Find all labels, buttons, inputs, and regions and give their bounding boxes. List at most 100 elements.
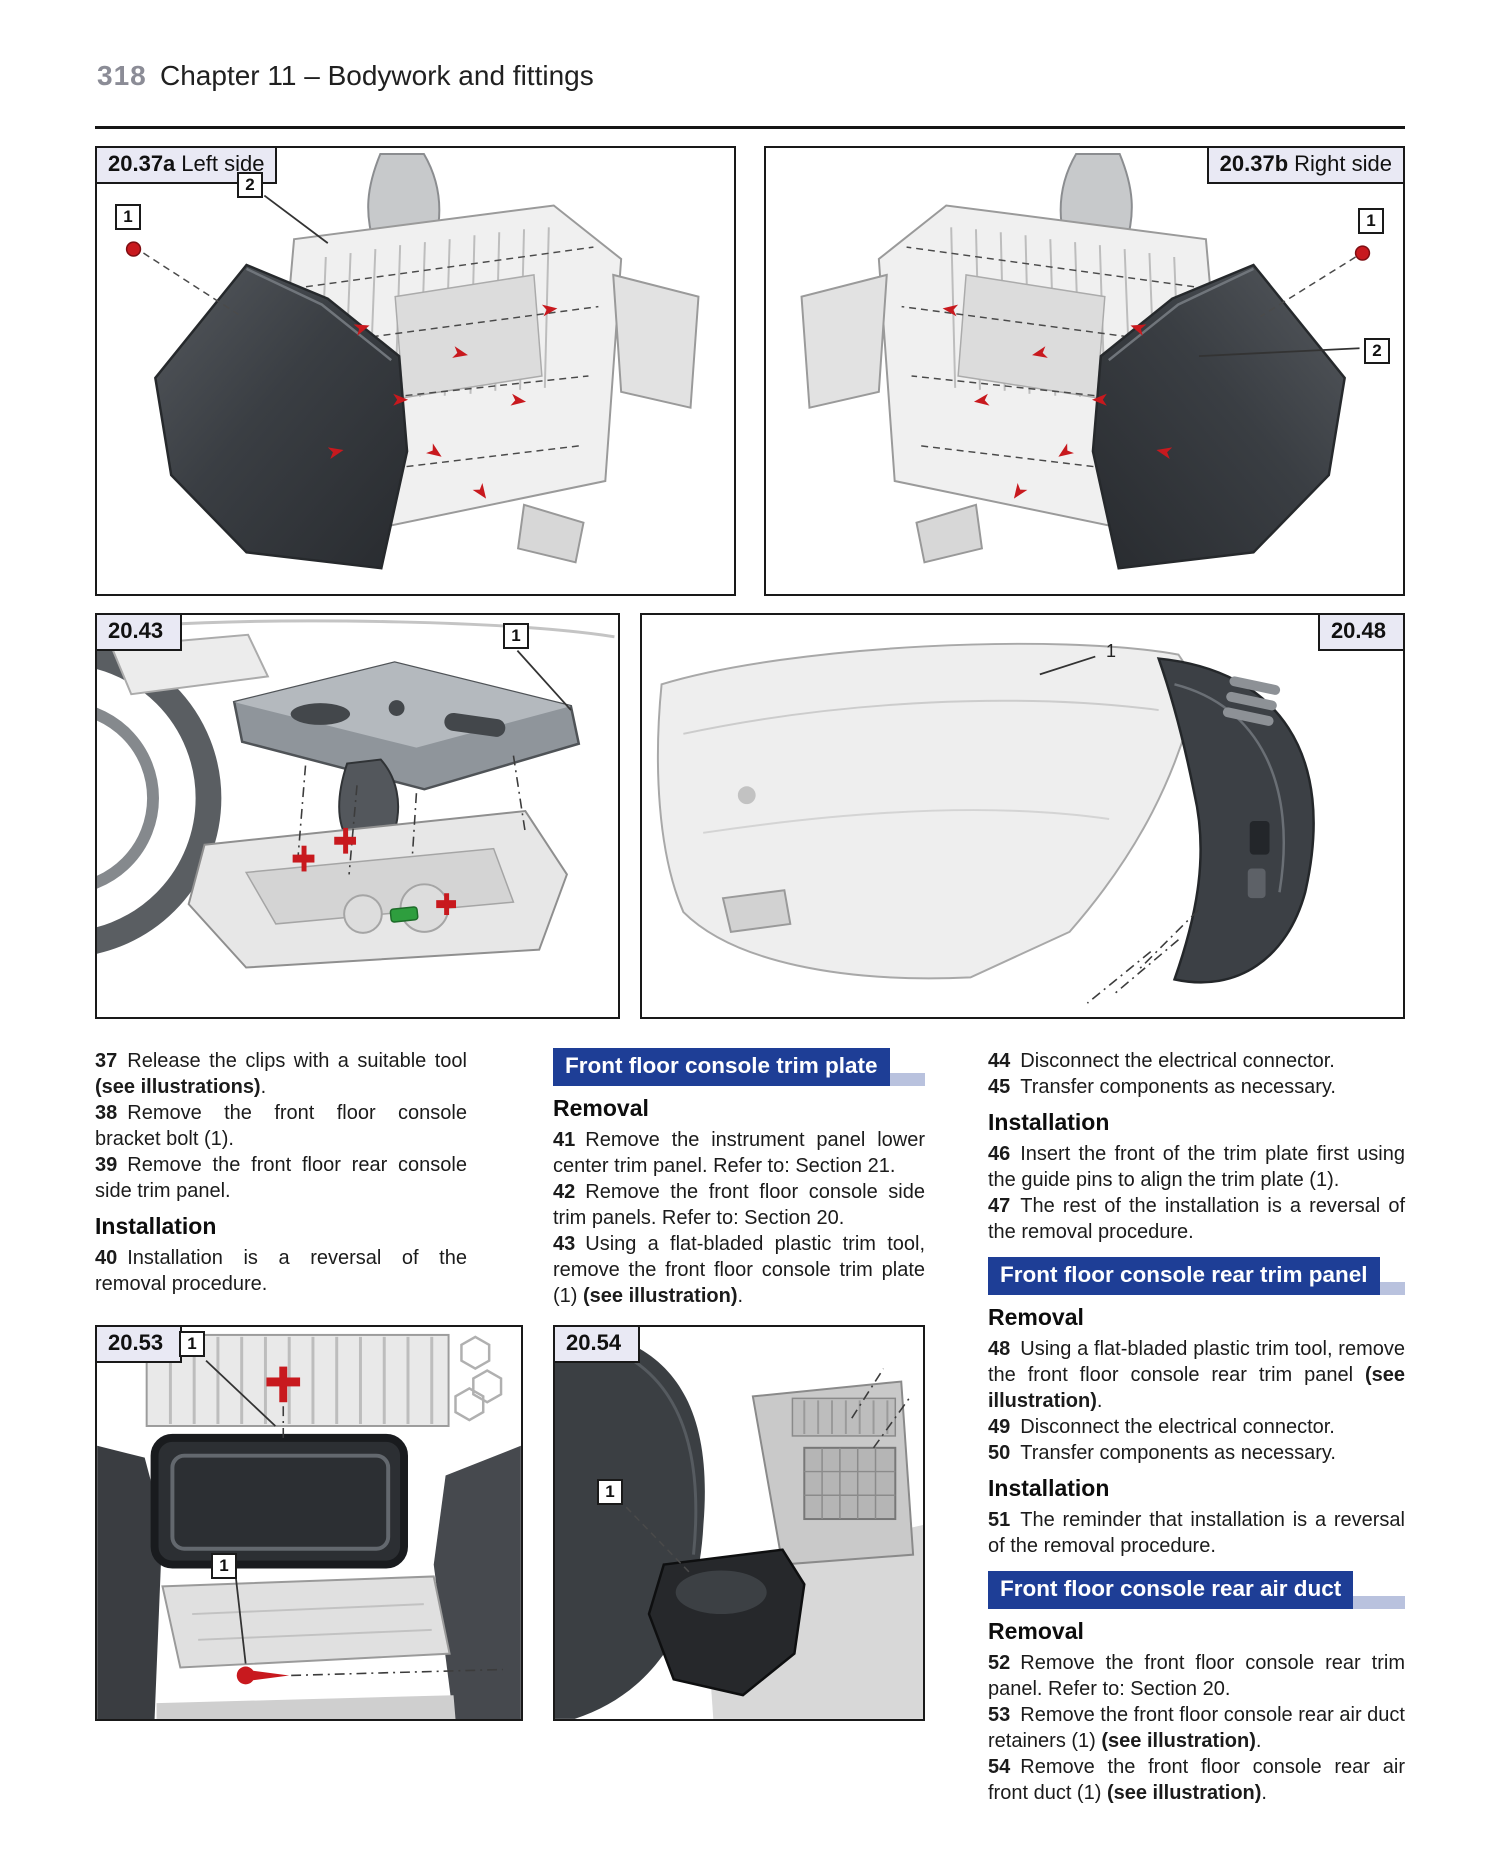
- step-number: 46: [988, 1143, 1011, 1165]
- figure-20-37b-callout-2: 2: [1364, 338, 1390, 364]
- procedure-step-45: 45 Transfer components as necessary.: [988, 1074, 1405, 1100]
- figure-20-48: 20.48 1: [640, 613, 1405, 1019]
- step-text: Installation is a reversal of the remova…: [95, 1247, 467, 1295]
- step-text: Remove the front floor console bracket b…: [95, 1102, 467, 1150]
- step-number: 39: [95, 1154, 118, 1176]
- sub-heading: Removal: [988, 1304, 1084, 1330]
- step-number: 42: [553, 1181, 576, 1203]
- step-number: 37: [95, 1050, 118, 1072]
- section-header: Front floor console rear air duct: [988, 1571, 1405, 1609]
- step-text-bold: (see illustration): [988, 1364, 1405, 1412]
- figure-20-43: 20.43 1: [95, 613, 620, 1019]
- step-text-bold: (see illustrations): [95, 1076, 261, 1098]
- figure-20-37a-callout-1: 1: [115, 204, 141, 230]
- step-number: 51: [988, 1509, 1011, 1531]
- figure-20-53-callout-2: 1: [211, 1553, 237, 1579]
- step-number: 45: [988, 1076, 1011, 1098]
- figure-20-43-illustration: [97, 619, 615, 969]
- figure-20-48-callout-1: 1: [1106, 641, 1117, 661]
- figure-20-53-label: 20.53: [95, 1325, 183, 1363]
- step-text: Transfer components as necessary.: [1020, 1442, 1336, 1464]
- step-number: 44: [988, 1050, 1011, 1072]
- step-text: Remove the front floor rear console side…: [95, 1154, 467, 1202]
- figure-20-48-label: 20.48: [1317, 613, 1405, 651]
- step-number: 40: [95, 1247, 118, 1269]
- figure-20-54: 20.54 1: [553, 1325, 925, 1721]
- figure-20-37b-illustration: [766, 148, 1371, 594]
- step-text: .: [1096, 1390, 1103, 1412]
- sub-heading: Removal: [553, 1095, 649, 1121]
- figure-20-53: 20.53 1 1: [95, 1325, 523, 1721]
- section-header: Front floor console rear trim panel: [988, 1257, 1405, 1295]
- chapter-title: Chapter 11 – Bodywork and fittings: [160, 60, 594, 91]
- step-text: Using a flat-bladed plastic trim tool, r…: [988, 1338, 1405, 1386]
- step-text: The rest of the installation is a revers…: [988, 1195, 1405, 1243]
- section-header: Front floor console trim plate: [553, 1048, 925, 1086]
- step-number: 38: [95, 1102, 118, 1124]
- figure-20-48-illustration: [656, 642, 1315, 1004]
- step-text: Remove the front floor console rear air …: [988, 1704, 1405, 1752]
- step-text: Remove the front floor console rear air …: [988, 1756, 1405, 1804]
- step-number: 41: [553, 1129, 576, 1151]
- procedure-step-50: 50 Transfer components as necessary.: [988, 1440, 1405, 1466]
- step-text: .: [1261, 1782, 1267, 1804]
- step-number: 43: [553, 1233, 576, 1255]
- step-number: 47: [988, 1195, 1011, 1217]
- section-header-text: Front floor console rear trim panel: [988, 1257, 1380, 1295]
- step-text: The reminder that installation is a reve…: [988, 1509, 1405, 1557]
- section-header-text: Front floor console trim plate: [553, 1048, 890, 1086]
- step-text: Remove the front floor console rear trim…: [988, 1652, 1405, 1700]
- section-header-underline: [889, 1073, 925, 1086]
- step-number: 48: [988, 1338, 1011, 1360]
- step-text: Using a flat-bladed plastic trim tool, r…: [553, 1233, 925, 1307]
- step-text: Transfer components as necessary.: [1020, 1076, 1336, 1098]
- step-text: Remove the instrument panel lower center…: [553, 1129, 925, 1177]
- step-number: 53: [988, 1704, 1011, 1726]
- step-text: Disconnect the electrical connector.: [1020, 1050, 1335, 1072]
- step-number: 54: [988, 1756, 1011, 1778]
- figure-20-43-callout-1: 1: [503, 623, 529, 649]
- figure-20-37a-callout-2: 2: [237, 172, 263, 198]
- step-text: .: [737, 1285, 744, 1307]
- procedure-step-44: 44 Disconnect the electrical connector.: [988, 1048, 1405, 1074]
- figure-20-43-label: 20.43: [95, 613, 183, 651]
- step-text: Insert the front of the trim plate first…: [988, 1143, 1405, 1191]
- figure-20-54-callout-1: 1: [597, 1479, 623, 1505]
- sub-heading: Installation: [988, 1109, 1110, 1135]
- step-text-bold: (see illustration): [583, 1285, 738, 1307]
- step-text-bold: (see illustration): [1106, 1782, 1262, 1804]
- step-number: 50: [988, 1442, 1011, 1464]
- sub-heading: Removal: [988, 1618, 1084, 1644]
- section-header-underline: [1353, 1596, 1405, 1609]
- sub-heading: Installation: [95, 1213, 217, 1239]
- section-header-text: Front floor console rear air duct: [988, 1571, 1354, 1609]
- figure-20-54-label: 20.54: [553, 1325, 641, 1363]
- step-text: Remove the front floor console side trim…: [553, 1181, 925, 1229]
- step-number: 52: [988, 1652, 1011, 1674]
- sub-heading: Installation: [988, 1475, 1110, 1501]
- section-header-underline: [1379, 1282, 1405, 1295]
- figure-20-53-illustration: [97, 1333, 521, 1719]
